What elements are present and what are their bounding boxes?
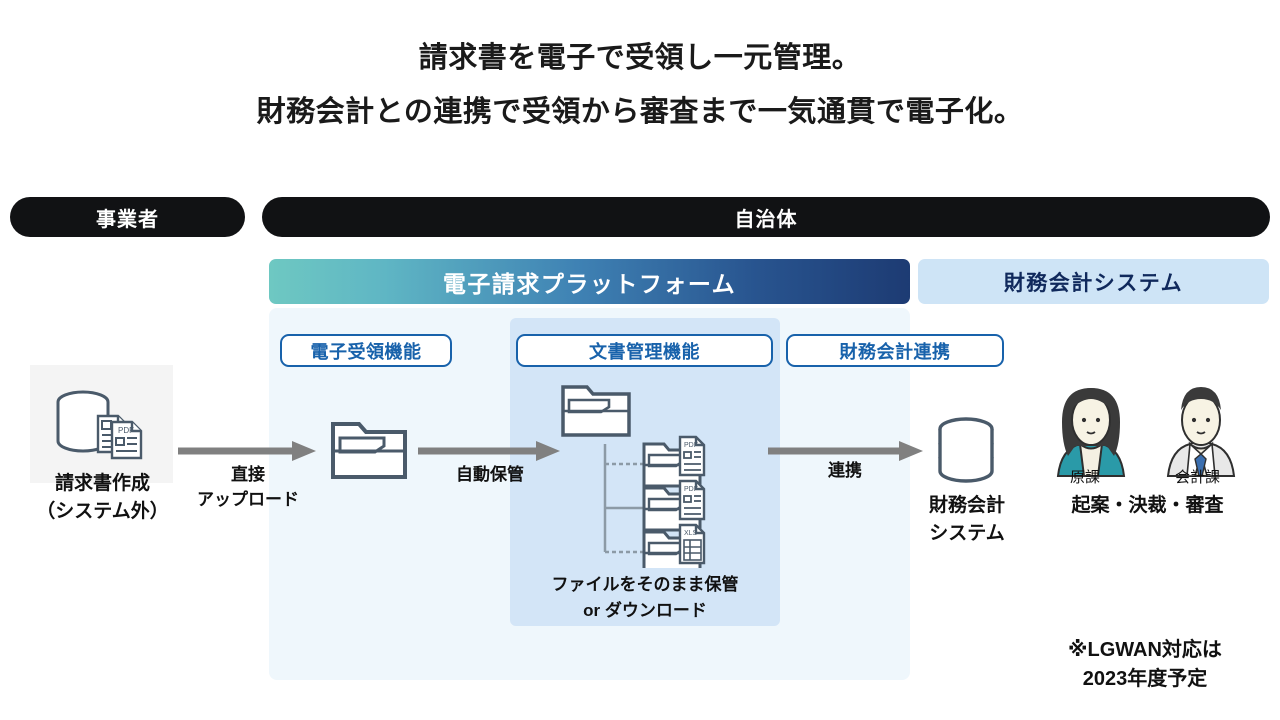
arrow-linkage (768, 441, 923, 461)
people-role-label: 起案・決裁・審査 (1071, 495, 1224, 516)
invoice-source-label-line1: 請求書作成 (54, 473, 150, 494)
platform-header-label: 電子請求プラットフォーム (442, 270, 737, 297)
page-title: 請求書を電子で受領し一元管理。 財務会計との連携で受領から審査まで一気通貫で電子… (0, 38, 1280, 132)
arrow-autostore (418, 441, 560, 461)
accounting-db-label-line2: システム (929, 523, 1005, 544)
function-badge-document: 文書管理機能 (516, 334, 773, 367)
title-line-1: 請求書を電子で受領し一元管理。 (418, 42, 862, 74)
avatar-person-1-name: 原課 (1069, 469, 1100, 486)
tree-node-folder-xls: XLS (642, 523, 706, 568)
tree-root-folder-icon (561, 385, 631, 437)
footnote-line1: ※LGWAN対応は (1068, 639, 1222, 661)
arrow-linkage-label: 連携 (828, 461, 862, 480)
footnote-line2: 2023年度予定 (1082, 668, 1208, 690)
accounting-system-header-bar: 財務会計システム (918, 259, 1269, 304)
tree-caption-line1: ファイルをそのまま保管 (551, 575, 739, 594)
function-badge-link: 財務会計連携 (786, 334, 1004, 367)
function-badge-receive: 電子受領機能 (280, 334, 452, 367)
tree-node-folder-pdf-2: PDF (642, 479, 706, 532)
footnote: ※LGWAN対応は 2023年度予定 (1020, 636, 1270, 694)
folder-icon (331, 422, 407, 479)
arrow-upload (178, 441, 316, 461)
arrow-upload-label-line1: 直接 (231, 465, 265, 484)
invoice-source-label-line2: （システム外） (36, 501, 169, 522)
tree-node-folder-pdf-1: PDF (642, 435, 706, 488)
title-line-2: 財務会計との連携で受領から審査まで一気通貫で電子化。 (256, 96, 1024, 128)
avatar-person-1 (1056, 388, 1126, 477)
role-pill-vendor-label: 事業者 (96, 208, 159, 231)
document-tree: PDF PDF XLS (561, 385, 706, 568)
platform-header-bar: 電子請求プラットフォーム (269, 259, 910, 304)
svg-text:XLS: XLS (684, 530, 698, 537)
arrow-autostore-label: 自動保管 (456, 465, 524, 484)
avatar-person-2-name: 会計課 (1174, 469, 1220, 486)
accounting-db-label-line1: 財務会計 (928, 495, 1005, 516)
function-badge-document-label: 文書管理機能 (589, 341, 700, 362)
arrow-upload-label-line2: アップロード (197, 490, 299, 509)
accounting-system-header-label: 財務会計システム (1003, 271, 1184, 295)
tree-caption-line2: or ダウンロード (583, 601, 707, 620)
role-pill-municipality-label: 自治体 (734, 208, 798, 231)
role-pill-municipality: 自治体 (262, 197, 1270, 237)
arrow-upload-label: 直接 アップロード (168, 462, 328, 512)
accounting-db-label: 財務会計 システム (896, 492, 1038, 548)
function-badge-receive-label: 電子受領機能 (310, 341, 422, 362)
svg-text:PDF: PDF (118, 426, 134, 435)
role-pill-vendor: 事業者 (10, 197, 245, 237)
database-icon (938, 417, 994, 483)
svg-text:PDF: PDF (684, 442, 698, 449)
svg-text:PDF: PDF (684, 486, 698, 493)
avatar-person-2 (1166, 387, 1236, 477)
function-badge-link-label: 財務会計連携 (839, 341, 951, 362)
people-avatars (1056, 387, 1236, 477)
database-documents-icon: PDF (56, 390, 143, 460)
invoice-source-label: 請求書作成 （システム外） (10, 470, 195, 526)
tree-caption: ファイルをそのまま保管 or ダウンロード (510, 572, 780, 624)
